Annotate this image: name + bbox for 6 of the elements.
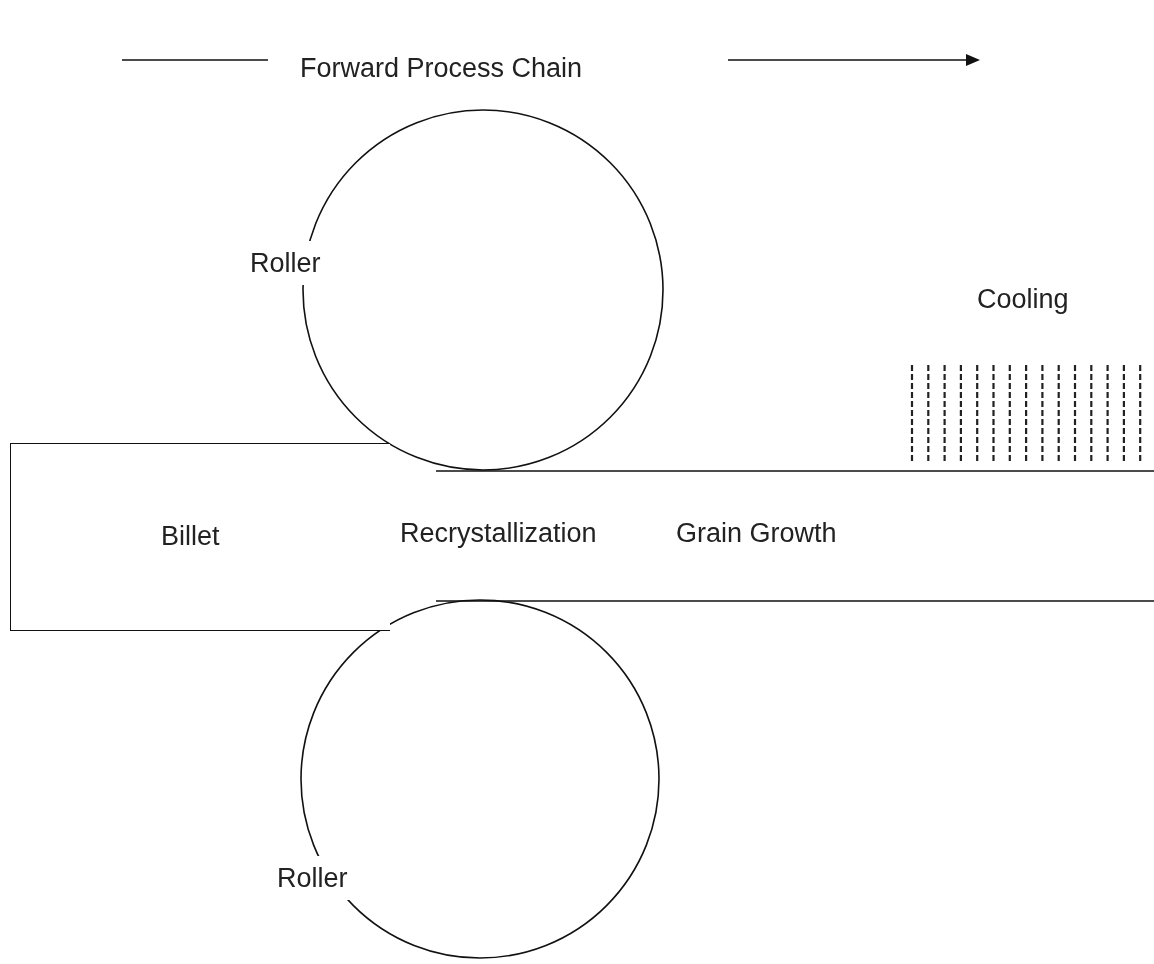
billet-block (10, 443, 390, 631)
process-direction-label: Forward Process Chain (300, 52, 583, 84)
billet-label: Billet (161, 520, 220, 552)
zone-label: Grain Growth (676, 517, 837, 549)
zone-label: Recrystallization (400, 517, 597, 549)
cooling-label: Cooling (977, 283, 1069, 315)
